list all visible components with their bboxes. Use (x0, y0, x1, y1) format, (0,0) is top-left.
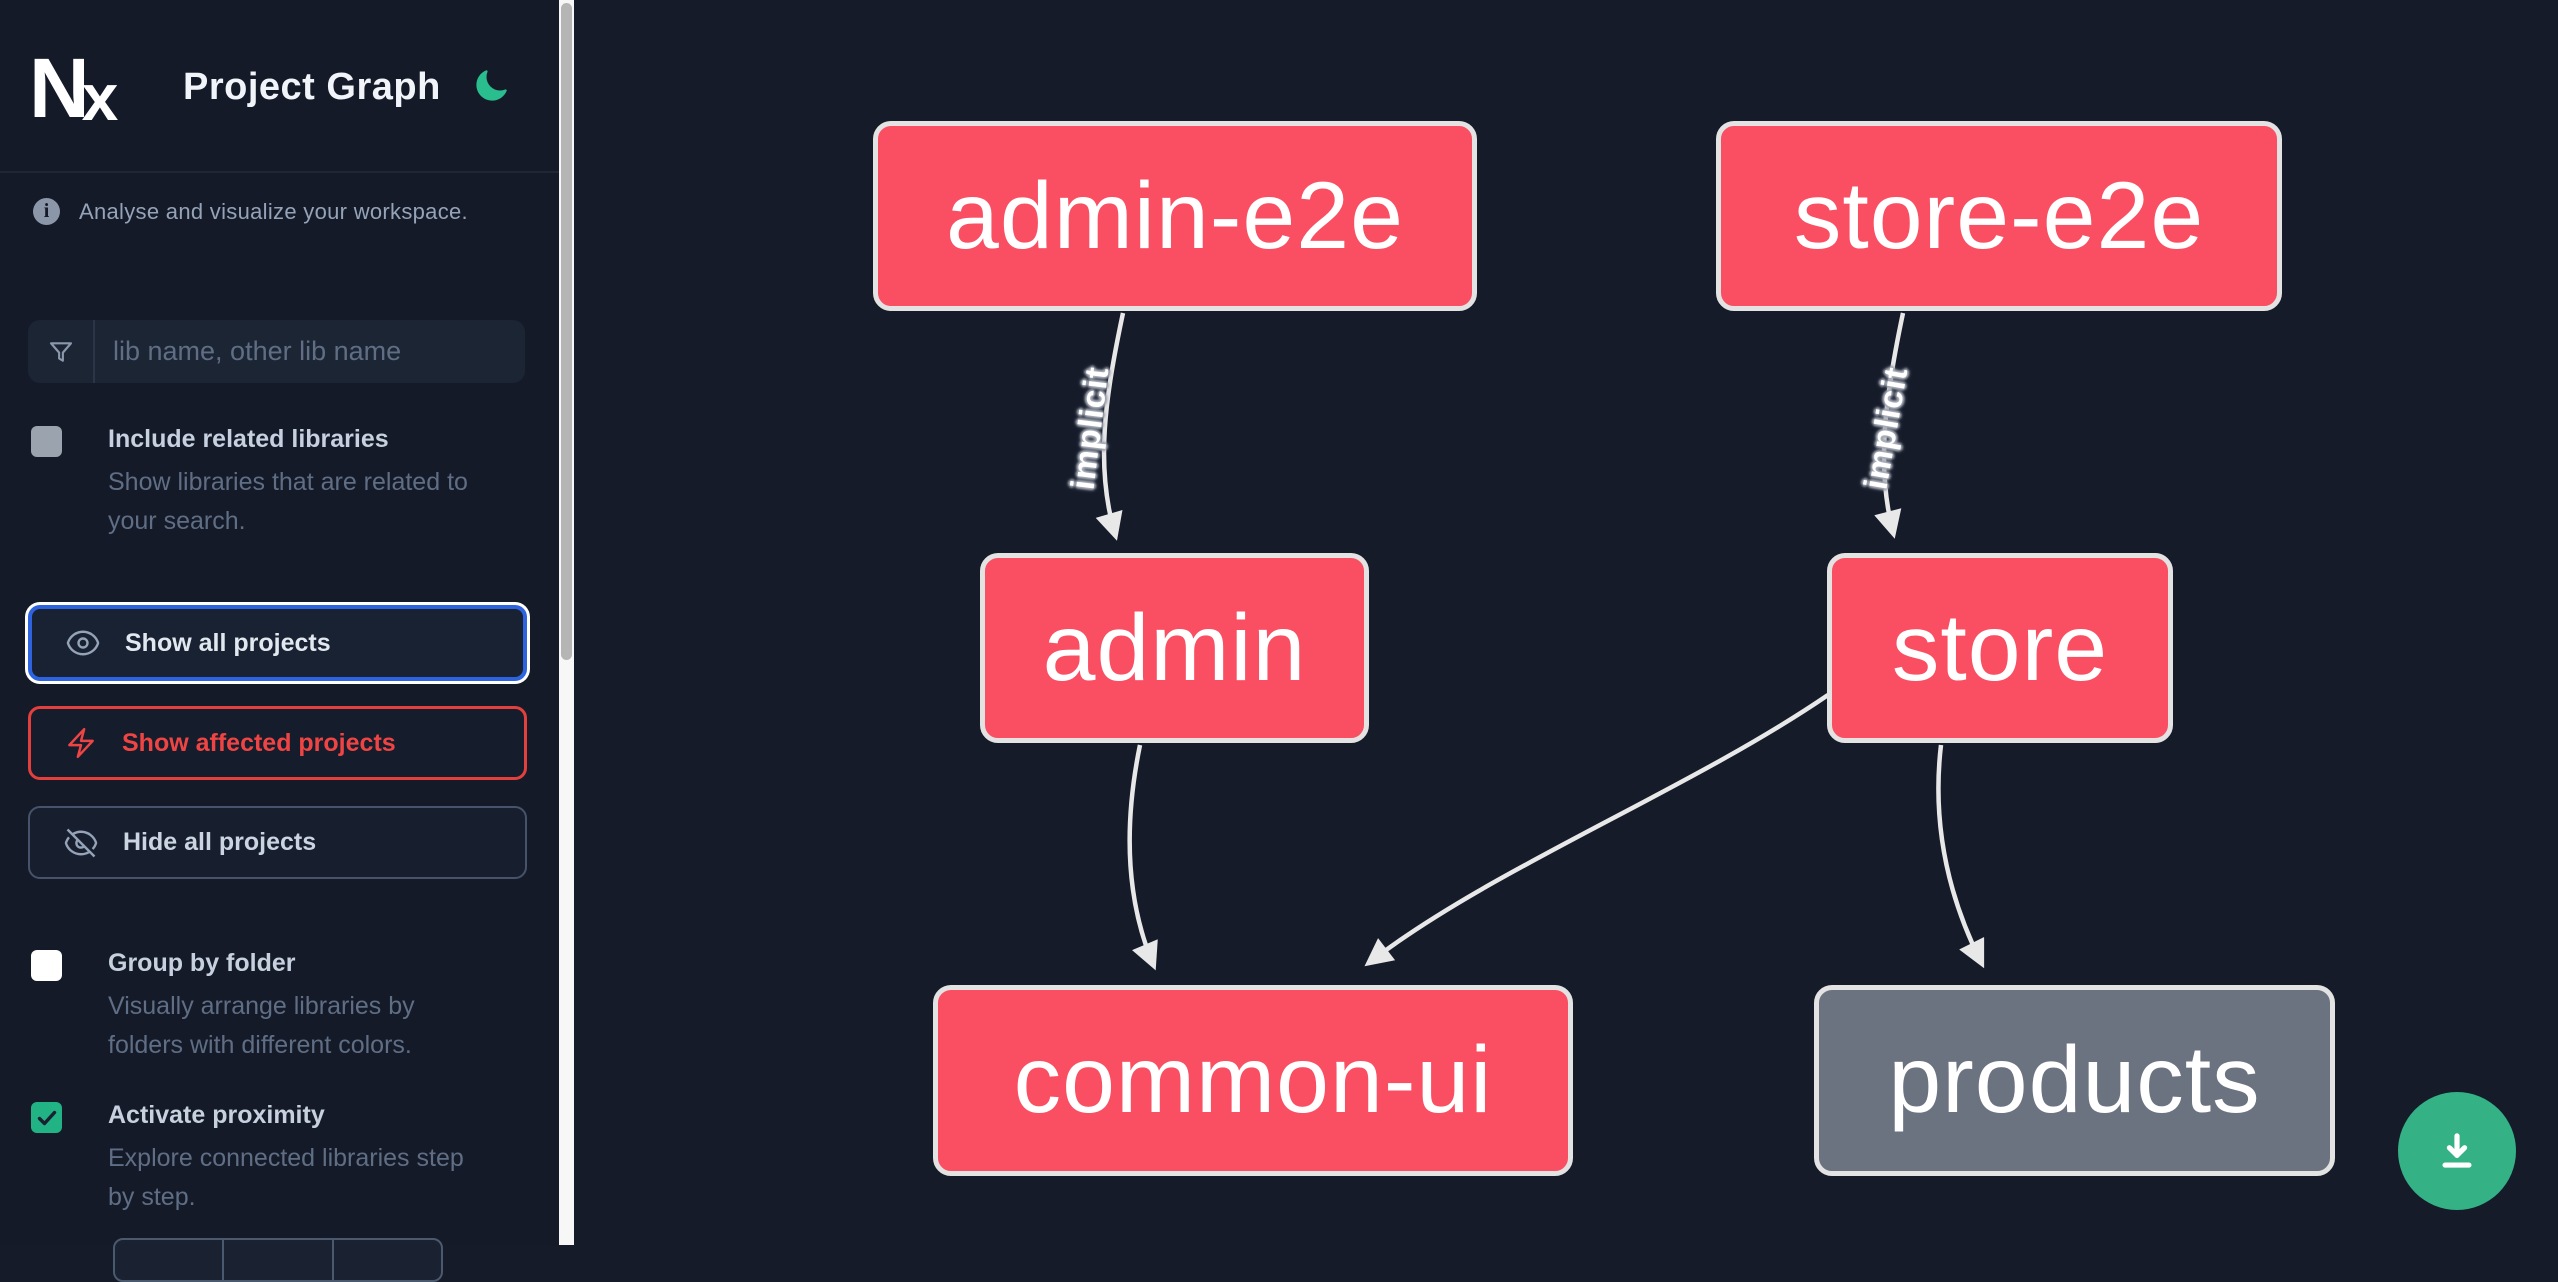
download-icon (2442, 1133, 2472, 1168)
activate-proximity-label: Activate proximity (108, 1101, 325, 1129)
include-related-label: Include related libraries (108, 425, 389, 453)
hide-all-projects-button[interactable]: Hide all projects (28, 806, 527, 879)
intro-text: Analyse and visualize your workspace. (79, 198, 468, 224)
workspace-intro: i Analyse and visualize your workspace. (33, 198, 468, 225)
nx-logo-x: x (81, 60, 119, 134)
edge-admin-e2e-to-admin (1095, 312, 1126, 541)
edge-store-to-common-ui (1364, 693, 1830, 967)
sidebar: N x Project Graph i Analyse and visualiz… (0, 0, 559, 1282)
graph-node-products[interactable]: products (1814, 985, 2335, 1176)
eye-off-icon (63, 825, 99, 861)
search-input[interactable] (95, 320, 525, 383)
show-all-projects-label: Show all projects (125, 628, 331, 657)
activate-proximity-description: Explore connected libraries step by step… (108, 1144, 464, 1211)
nx-logo-n: N (29, 41, 90, 135)
group-by-folder-checkbox[interactable] (31, 950, 62, 981)
proximity-decrement-button[interactable] (115, 1240, 222, 1280)
edge-store-e2e-to-store (1874, 312, 1906, 539)
include-related-checkbox[interactable] (31, 426, 62, 457)
show-affected-projects-label: Show affected projects (122, 728, 396, 757)
graph-node-admin[interactable]: admin (980, 553, 1369, 743)
sidebar-header: N x Project Graph (0, 0, 559, 173)
filter-icon (28, 320, 95, 383)
bolt-icon (64, 726, 98, 760)
activate-proximity-checkbox[interactable] (31, 1102, 62, 1133)
graph-node-admin-e2e[interactable]: admin-e2e (873, 121, 1477, 311)
proximity-increment-button[interactable] (331, 1240, 441, 1280)
checkmark-icon (37, 1110, 56, 1125)
moon-icon[interactable] (473, 68, 509, 104)
page-title: Project Graph (183, 66, 441, 108)
group-by-folder-description: Visually arrange libraries by folders wi… (108, 992, 415, 1059)
include-related-description: Show libraries that are related to your … (108, 468, 468, 535)
nx-logo: N x (29, 46, 133, 130)
info-icon: i (33, 198, 60, 225)
download-graph-button[interactable] (2398, 1092, 2516, 1210)
graph-node-store[interactable]: store (1827, 553, 2173, 743)
show-affected-projects-button[interactable]: Show affected projects (28, 706, 527, 780)
edge-admin-to-common-ui (1127, 744, 1158, 971)
sidebar-scrollbar-thumb[interactable] (561, 3, 572, 660)
proximity-value (222, 1240, 331, 1280)
graph-node-common-ui[interactable]: common-ui (933, 985, 1573, 1176)
show-all-projects-button[interactable]: Show all projects (28, 605, 527, 681)
group-by-folder-label: Group by folder (108, 949, 296, 977)
sidebar-scrollbar (559, 0, 574, 1245)
hide-all-projects-label: Hide all projects (123, 828, 317, 856)
eye-icon (65, 625, 101, 661)
project-graph-canvas[interactable]: implicit implicit admin-e2e store-e2e ad… (574, 0, 2558, 1245)
edge-store-to-products (1936, 744, 1985, 969)
graph-node-store-e2e[interactable]: store-e2e (1716, 121, 2282, 311)
graph-edges (1095, 312, 1985, 971)
search-box (28, 320, 525, 383)
